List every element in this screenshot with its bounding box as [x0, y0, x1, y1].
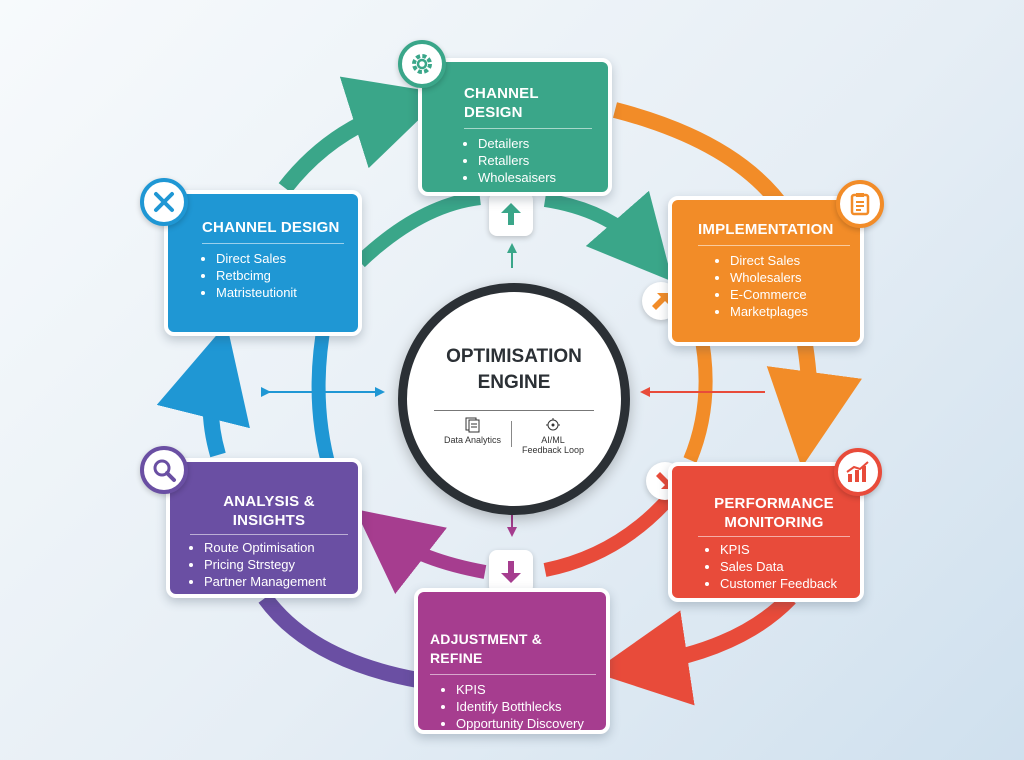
inner-arc-magenta — [354, 509, 487, 594]
card-title: ADJUSTMENT & REFINE — [430, 631, 543, 666]
list-item: Matristeutionit — [216, 284, 344, 301]
card-list: KPIS Identify Botthlecks Opportunity Dis… — [430, 681, 596, 732]
outer-arc-orange-down — [766, 343, 862, 468]
list-item: Detailers — [478, 135, 592, 152]
card-title-line1: ANALYSIS & — [223, 493, 315, 510]
card-divider — [430, 674, 596, 675]
clipboard-icon — [836, 180, 884, 228]
card-channel-design-left: CHANNEL DESIGN Direct Sales Retbcimg Mat… — [164, 190, 362, 336]
card-analysis-insights: ANALYSIS & INSIGHTS Route Optimisation P… — [166, 458, 362, 598]
list-item: Marketplages — [730, 303, 850, 320]
outer-arc-teal — [278, 76, 446, 193]
wrench-screwdriver-icon — [140, 178, 188, 226]
card-divider — [698, 536, 850, 537]
node-arrow-bottom — [489, 550, 533, 594]
card-divider — [190, 534, 348, 535]
list-item: Identify Botthlecks — [456, 698, 596, 715]
card-list: Direct Sales Retbcimg Matristeutionit — [202, 250, 344, 301]
list-item: Direct Sales — [730, 252, 850, 269]
card-list: Direct Sales Wholesalers E-Commerce Mark… — [698, 252, 850, 320]
ai-ml-label: AI/ML — [541, 435, 565, 445]
list-item: Pricing Strstegy — [204, 556, 348, 573]
inner-arc-orange — [683, 328, 713, 463]
card-adjustment-refine: ADJUSTMENT & REFINE KPIS Identify Botthl… — [414, 588, 610, 734]
center-separator — [510, 421, 512, 447]
inner-arc-red — [543, 490, 678, 577]
center-subitems: Data Analytics AI/ML Feedback Loop — [407, 417, 621, 455]
list-item: Retallers — [478, 152, 592, 169]
card-performance-monitoring: PERFORMANCE MONITORING KPIS Sales Data C… — [668, 462, 864, 602]
node-arrow-top — [489, 192, 533, 236]
list-item: Wholesaisers — [478, 169, 592, 186]
card-divider — [698, 245, 850, 246]
card-title-line2: MONITORING — [724, 514, 824, 531]
magnifier-icon — [140, 446, 188, 494]
list-item: KPIS — [456, 681, 596, 698]
card-divider — [464, 128, 592, 129]
inner-arc-blue — [311, 318, 337, 472]
card-title: IMPLEMENTATION — [698, 221, 834, 238]
list-item: E-Commerce — [730, 286, 850, 303]
list-item: Opportunity Discovery — [456, 715, 596, 732]
card-divider — [202, 243, 344, 244]
center-title-line2: ENGINE — [477, 372, 551, 393]
data-analytics-item: Data Analytics — [444, 417, 501, 455]
bar-chart-icon — [834, 448, 882, 496]
center-title-line1: OPTIMISATION — [446, 346, 582, 367]
card-title: PERFORMANCE MONITORING — [698, 494, 850, 532]
outer-arc-purple — [258, 593, 420, 688]
card-list: Detailers Retallers Wholesaisers — [464, 135, 592, 186]
ai-brain-icon — [546, 418, 560, 431]
gear-icon — [398, 40, 446, 88]
card-title: CHANNEL DESIGN — [202, 219, 340, 236]
list-item: Sales Data — [720, 558, 850, 575]
list-item: Partner Management — [204, 573, 348, 590]
card-list: KPIS Sales Data Customer Feedback — [698, 541, 850, 592]
card-implementation: IMPLEMENTATION Direct Sales Wholesalers … — [668, 196, 864, 346]
card-channel-design-top: CHANNEL DESIGN Detailers Retallers Whole… — [418, 58, 612, 196]
list-item: Wholesalers — [730, 269, 850, 286]
list-item: Direct Sales — [216, 250, 344, 267]
card-title: CHANNEL DESIGN — [464, 85, 539, 121]
inner-arc-teal — [355, 191, 481, 268]
ai-ml-item: AI/ML Feedback Loop — [522, 417, 584, 455]
outer-arc-blue — [156, 323, 250, 458]
list-item: Route Optimisation — [204, 539, 348, 556]
optimisation-engine-hub: OPTIMISATION ENGINE Data Analytics AI/ML… — [398, 283, 630, 515]
card-title: ANALYSIS & INSIGHTS — [190, 492, 348, 530]
card-title-line1: PERFORMANCE — [714, 495, 834, 512]
feedback-loop-label: Feedback Loop — [521, 445, 585, 455]
outer-arc-red — [592, 592, 796, 706]
list-item: Retbcimg — [216, 267, 344, 284]
list-item: KPIS — [720, 541, 850, 558]
documents-icon — [465, 417, 480, 433]
list-item: Customer Feedback — [720, 575, 850, 592]
inner-arc-teal-2 — [543, 190, 673, 282]
card-list: Route Optimisation Pricing Strstegy Part… — [190, 539, 348, 590]
card-title-line2: INSIGHTS — [232, 512, 306, 529]
data-analytics-label: Data Analytics — [443, 435, 501, 445]
center-divider — [434, 410, 594, 411]
center-title: OPTIMISATION ENGINE — [407, 344, 621, 396]
